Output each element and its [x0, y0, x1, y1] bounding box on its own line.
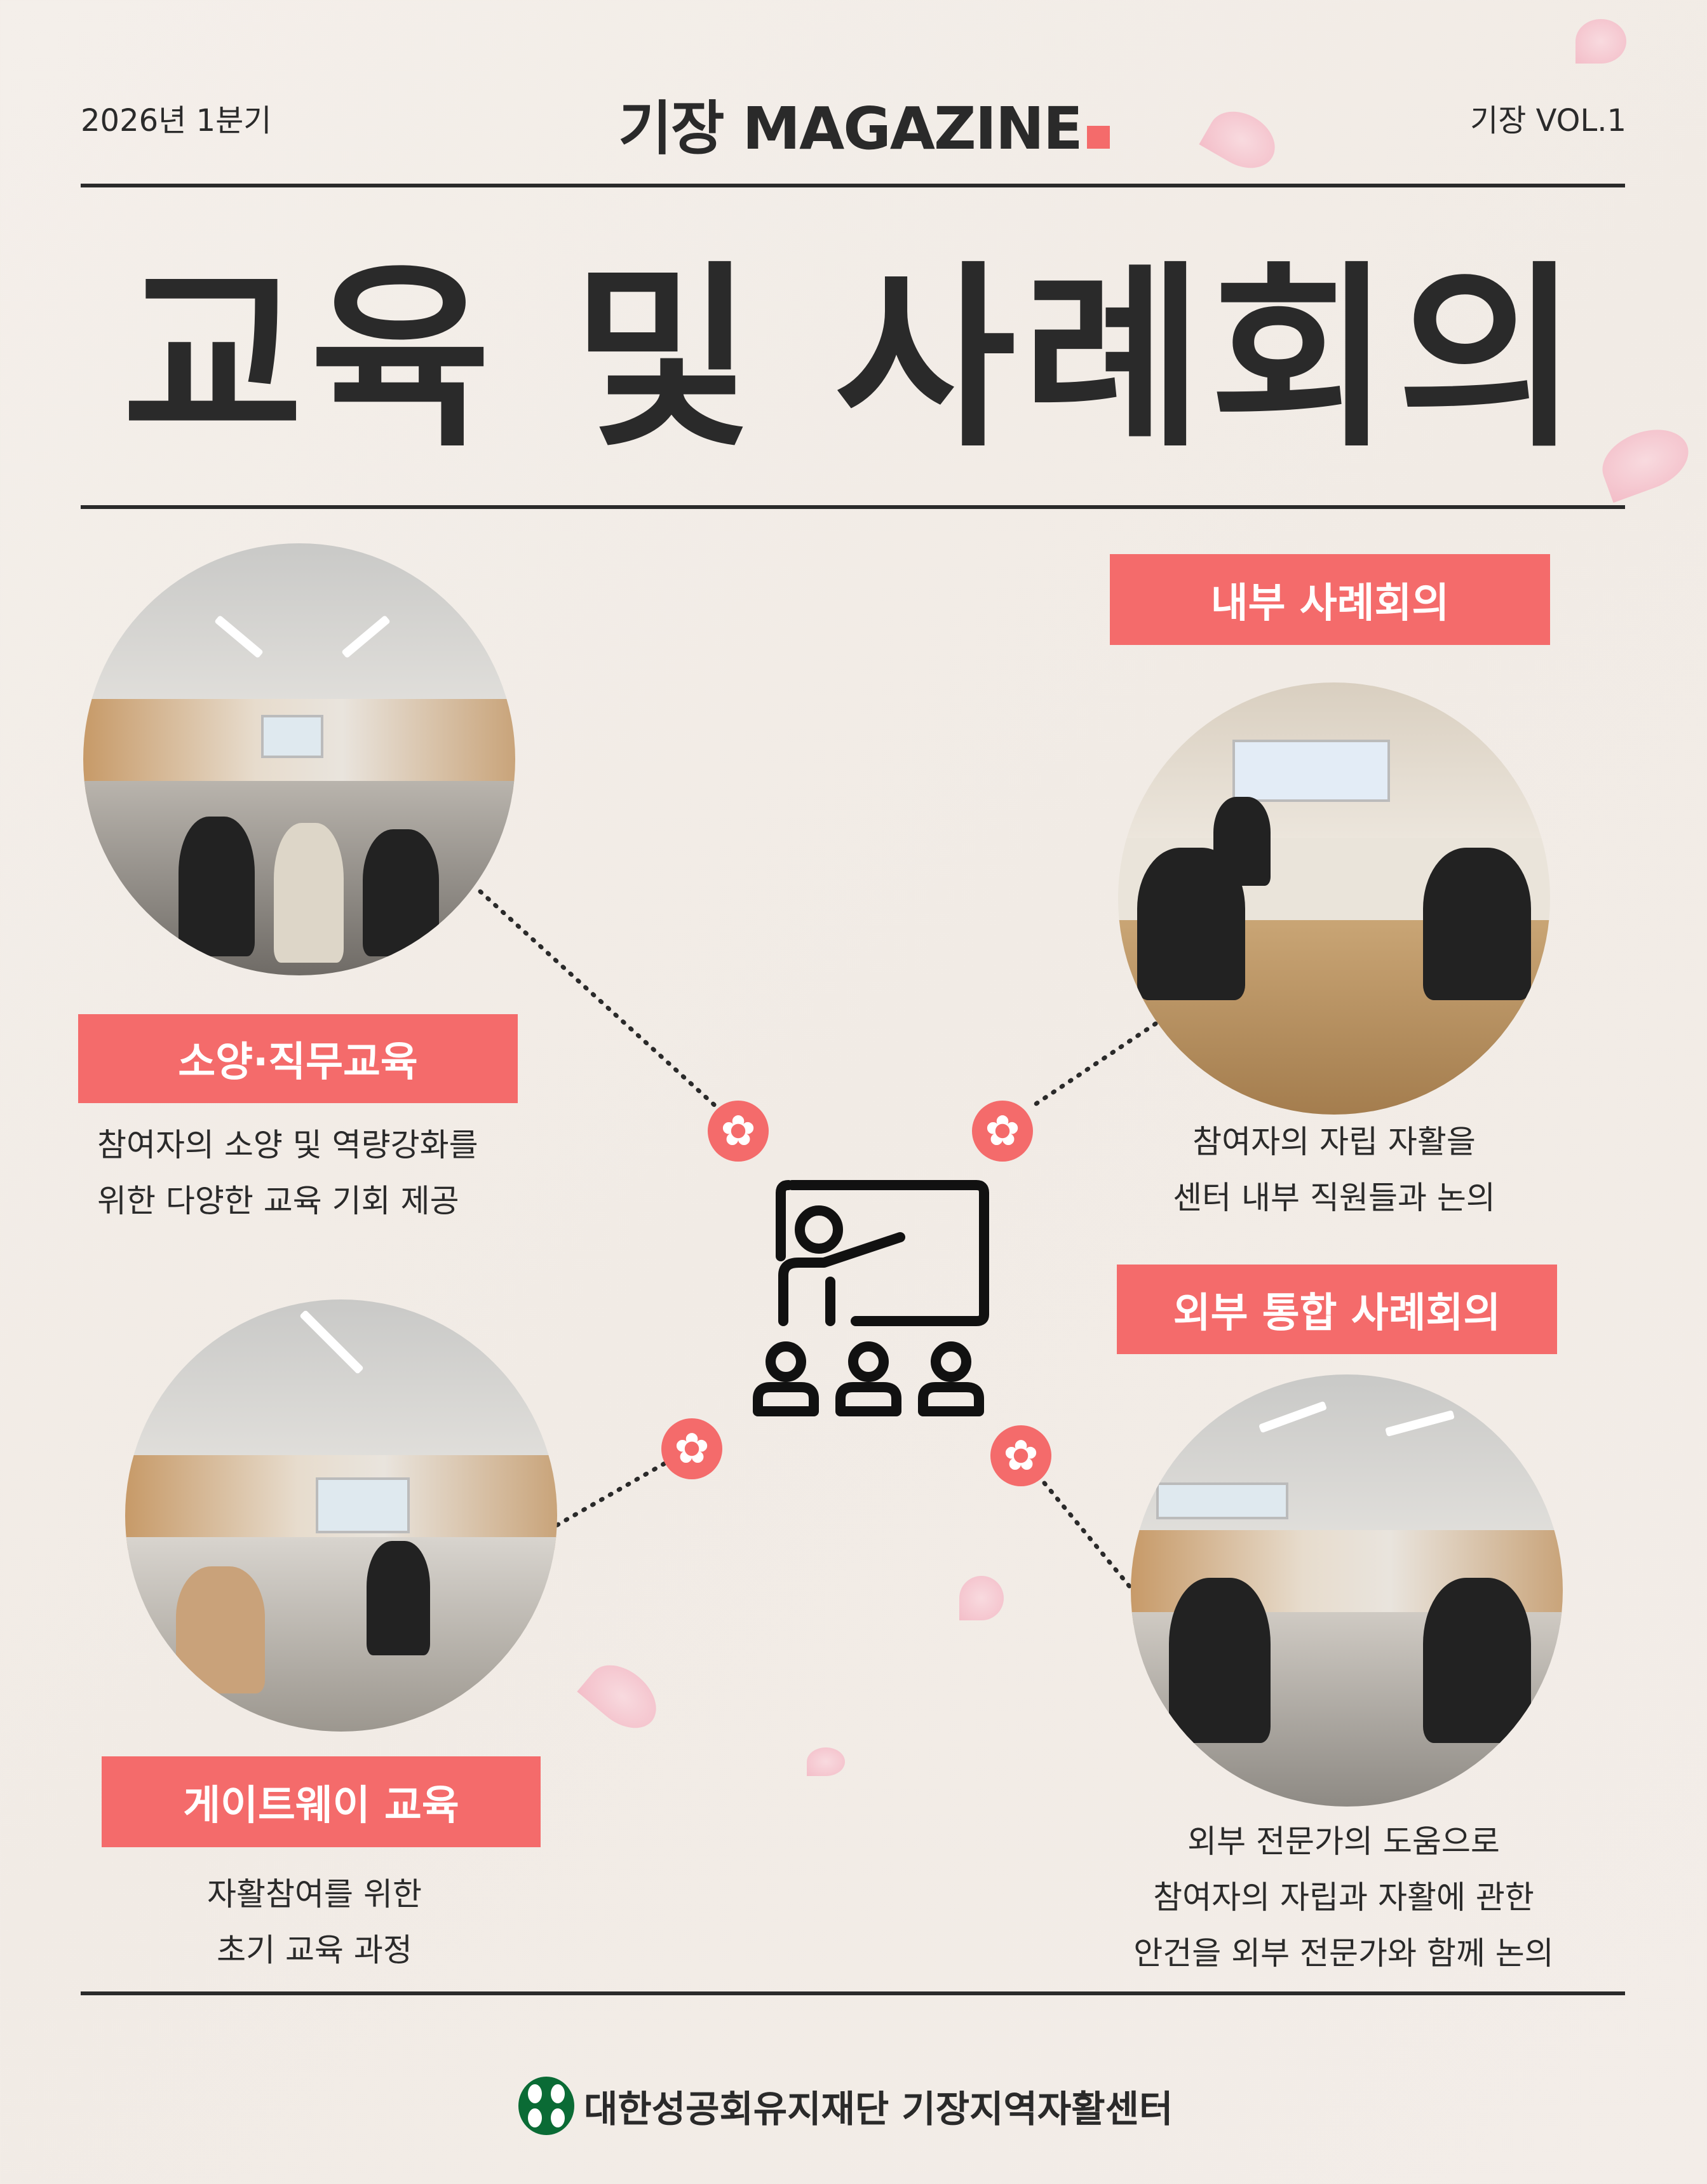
desc-line: 자활참여를 위한	[207, 1876, 422, 1913]
label-external-case-meeting: 외부 통합 사례회의	[1117, 1265, 1557, 1354]
issue-date: 2026년 1분기	[81, 103, 272, 139]
magazine-logo: 기장 MAGAZINE	[0, 81, 1707, 166]
organization-name: 대한성공회유지재단 기장지역자활센터	[584, 2087, 1173, 2131]
star-marker-icon: ✿	[972, 1101, 1033, 1162]
petal-decoration	[1575, 19, 1626, 64]
desc-line: 참여자의 자립 자활을	[1192, 1123, 1476, 1160]
desc-internal-case-meeting: 참여자의 자립 자활을 센터 내부 직원들과 논의	[1144, 1114, 1525, 1226]
photo-gateway-training	[125, 1299, 557, 1732]
volume-label: 기장 VOL.1	[1470, 103, 1626, 139]
divider	[81, 184, 1625, 187]
magazine-title: 기장 MAGAZINE	[618, 95, 1083, 163]
star-marker-icon: ✿	[708, 1101, 769, 1162]
desc-line: 참여자의 소양 및 역량강화를	[97, 1127, 478, 1163]
label-job-training: 소양·직무교육	[78, 1014, 518, 1103]
petal-decoration	[959, 1576, 1004, 1620]
page-title: 교육 및 사례회의	[122, 245, 1585, 474]
petal-decoration	[807, 1747, 845, 1776]
desc-line: 안건을 외부 전문가와 함께 논의	[1133, 1935, 1554, 1972]
label-gateway-training: 게이트웨이 교육	[102, 1756, 541, 1847]
desc-line: 위한 다양한 교육 기회 제공	[97, 1183, 459, 1219]
star-marker-icon: ✿	[661, 1418, 722, 1479]
logo-accent-square	[1086, 126, 1110, 149]
desc-line: 참여자의 자립과 자활에 관한	[1153, 1879, 1534, 1916]
photo-internal-case-meeting	[1118, 682, 1550, 1115]
star-marker-icon: ✿	[990, 1425, 1051, 1486]
teacher-presentation-icon	[753, 1180, 989, 1416]
divider	[81, 1991, 1625, 1995]
desc-line: 외부 전문가의 도움으로	[1187, 1823, 1500, 1860]
photo-job-training	[83, 543, 515, 975]
desc-line: 초기 교육 과정	[217, 1932, 412, 1969]
desc-line: 센터 내부 직원들과 논의	[1173, 1179, 1495, 1216]
organization-logo-icon	[518, 2077, 574, 2135]
divider	[81, 505, 1625, 509]
desc-gateway-training: 자활참여를 위한 초기 교육 과정	[124, 1866, 505, 1978]
desc-external-case-meeting: 외부 전문가의 도움으로 참여자의 자립과 자활에 관한 안건을 외부 전문가와…	[1090, 1814, 1598, 1981]
photo-external-case-meeting	[1131, 1374, 1563, 1807]
label-internal-case-meeting: 내부 사례회의	[1110, 554, 1550, 645]
desc-job-training: 참여자의 소양 및 역량강화를 위한 다양한 교육 기회 제공	[97, 1117, 478, 1229]
footer: 대한성공회유지재단 기장지역자활센터	[518, 2077, 1173, 2135]
